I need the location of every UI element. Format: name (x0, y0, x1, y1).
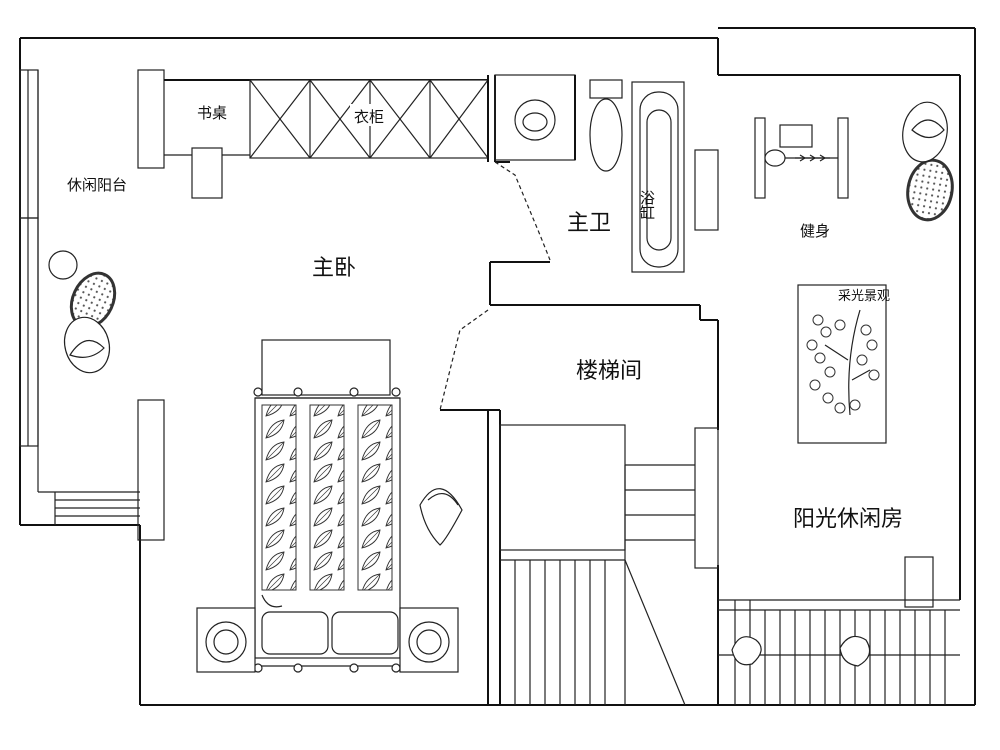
plant-icon-right (839, 635, 871, 667)
bed-headboard (261, 339, 391, 396)
skylight-view-label: 采光景观 (838, 289, 890, 304)
desk-area: 书桌 (164, 79, 488, 199)
toilet-icon (589, 98, 623, 172)
armchair-icon (902, 101, 954, 222)
cushion-chair-icon (419, 488, 463, 546)
bed-icon (253, 387, 401, 673)
planter-railing (718, 599, 960, 705)
nightstand-left (196, 607, 256, 673)
master-bath-label: 主卫 (567, 211, 611, 236)
bathtub-icon (639, 91, 679, 268)
sun-room-label: 阳光休闲房 (793, 507, 903, 532)
exercise-bike-icon (754, 117, 849, 199)
master-bedroom: 主卧 (196, 256, 463, 673)
balcony-label: 休闲阳台 (67, 176, 127, 194)
balcony-area: 休闲阳台 (19, 69, 165, 541)
desk-label: 书桌 (197, 104, 227, 122)
plant-icon-left (731, 636, 762, 666)
wardrobe-label: 衣柜 (354, 108, 384, 126)
sink-icon (514, 99, 556, 141)
pillow-left (261, 611, 329, 655)
stairwell-label: 楼梯间 (576, 359, 642, 384)
stairwell: 楼梯间 (439, 309, 719, 706)
toilet-tank (589, 79, 623, 99)
desk-stool-icon (191, 147, 223, 199)
side-table (904, 556, 934, 608)
sun-room: 健身 采光景观 阳光休闲房 (718, 101, 960, 705)
pillow-right (331, 611, 399, 655)
master-bedroom-label: 主卧 (312, 256, 356, 281)
nightstand-right (399, 607, 459, 673)
wardrobe: 衣柜 (249, 79, 489, 159)
fitness-label: 健身 (800, 222, 830, 240)
master-bath: 浴缸 主卫 (487, 74, 719, 321)
skylight-view-box: 采光景观 (797, 284, 890, 444)
lounge-chair-icon (63, 271, 117, 374)
bathtub-label: 浴缸 (638, 190, 656, 220)
round-table-icon (48, 250, 78, 280)
